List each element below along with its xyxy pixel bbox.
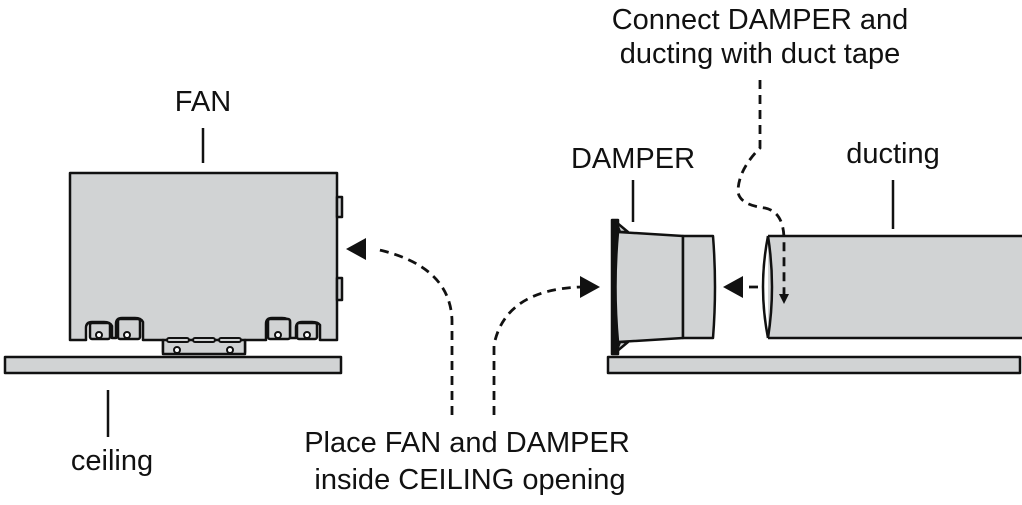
connect-instruction-line1: Connect DAMPER and <box>612 4 909 36</box>
connect-instruction-line2: ducting with duct tape <box>620 38 901 70</box>
ducting <box>761 234 1022 340</box>
ceiling-label: ceiling <box>71 445 153 477</box>
fan-label: FAN <box>175 86 231 118</box>
fan <box>68 171 344 356</box>
place-instruction-line2: inside CEILING opening <box>314 464 625 496</box>
ceiling-right <box>606 355 1022 375</box>
arrow-connect-tape <box>736 80 786 296</box>
arrow-head <box>580 276 600 298</box>
ducting-label: ducting <box>846 138 940 170</box>
arrow-to-damper <box>492 285 581 415</box>
fan-bracket <box>266 317 292 341</box>
fan-side-tab <box>335 276 344 302</box>
damper-label: DAMPER <box>571 143 695 175</box>
ceiling-left <box>3 355 343 375</box>
damper <box>610 218 717 356</box>
arrow-head <box>723 276 743 298</box>
arrow-to-fan <box>374 247 454 415</box>
place-instruction-line1: Place FAN and DAMPER <box>304 427 630 459</box>
arrow-head <box>346 238 366 260</box>
fan-side-tab <box>335 195 344 219</box>
arrow-head <box>779 294 789 304</box>
